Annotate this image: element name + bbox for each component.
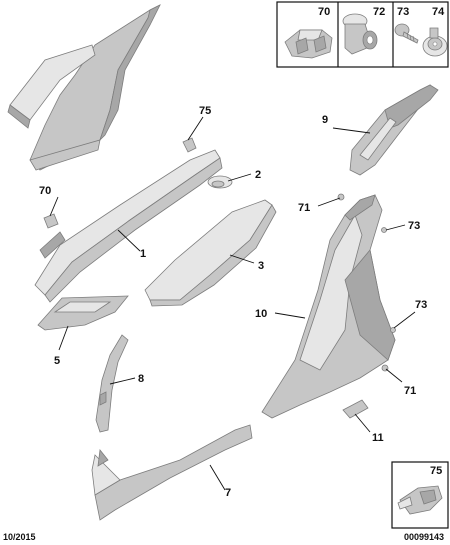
- callout-2: 2: [255, 169, 261, 181]
- clip-70-icon: [284, 29, 333, 59]
- a-pillar-outer-trim: [7, 4, 161, 171]
- screw-73-icon: [394, 23, 419, 44]
- part-9-trim: [349, 84, 439, 176]
- callout-11: 11: [372, 432, 384, 444]
- clip-72-icon: [342, 13, 378, 55]
- part-11-clip: [342, 399, 369, 419]
- screw-71-upper: [337, 193, 345, 201]
- screw-73-upper: [381, 227, 387, 233]
- inset-label-73: 73: [397, 6, 409, 18]
- callout-70: 70: [39, 185, 51, 197]
- part-3-panel: [144, 199, 277, 307]
- callout-9: 9: [322, 114, 328, 126]
- footer-ref: 00099143: [403, 532, 444, 542]
- callout-10: 10: [255, 308, 267, 320]
- inset-label-74: 74: [432, 6, 445, 18]
- part-7-sill-trim: [91, 424, 253, 521]
- part-10-pillar-trim: [261, 194, 396, 419]
- callout-5: 5: [54, 355, 60, 367]
- part-2-cover: [207, 175, 233, 189]
- callout-73-lower: 73: [415, 299, 427, 311]
- callout-3: 3: [258, 260, 264, 272]
- inset-label-72: 72: [373, 6, 385, 18]
- callout-8: 8: [138, 373, 144, 385]
- callout-1: 1: [140, 248, 146, 260]
- callout-73-upper: 73: [408, 220, 420, 232]
- callout-75: 75: [199, 105, 211, 117]
- clip-70-part: [43, 213, 59, 229]
- clip-75-icon: [397, 485, 443, 515]
- leader-lines: [49, 116, 416, 491]
- part-1-trim-strip: [34, 149, 223, 303]
- inset-label-70: 70: [318, 6, 330, 18]
- callout-71-lower: 71: [404, 385, 416, 397]
- clip-75-part: [182, 137, 197, 153]
- part-5-panel: [37, 295, 129, 331]
- inset-fasteners-box: 70 72 73 74: [276, 1, 449, 68]
- bolt-74-icon: [422, 27, 448, 57]
- inset-clip-75-box: 75: [391, 461, 449, 529]
- callout-71-upper: 71: [298, 202, 310, 214]
- callout-7: 7: [225, 487, 231, 499]
- footer-date: 10/2015: [3, 532, 36, 542]
- screw-73-lower: [390, 327, 396, 333]
- inset-label-75: 75: [430, 465, 442, 477]
